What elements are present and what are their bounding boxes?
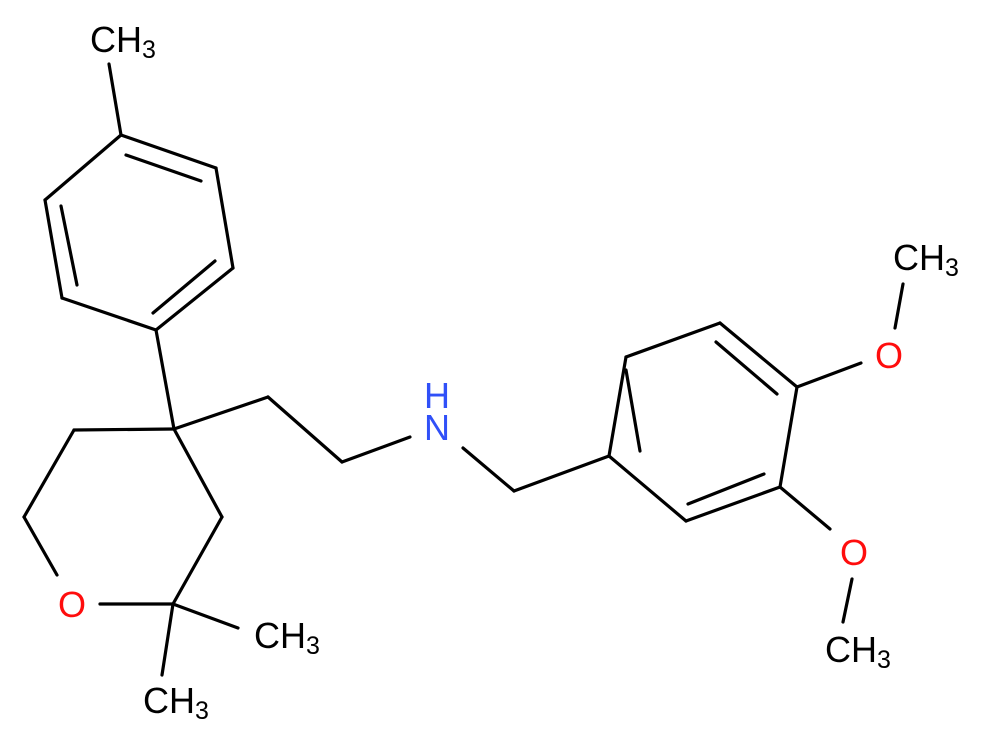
bond-line: [22, 515, 59, 577]
bond-line: [107, 62, 123, 137]
bond-line: [22, 428, 76, 519]
bond-line: [60, 296, 158, 332]
bond-line: [607, 355, 628, 458]
bond-line: [171, 602, 240, 630]
bond-line: [119, 133, 218, 170]
atom-label-nh-n: N: [424, 407, 450, 448]
bond-line: [512, 454, 611, 493]
bond-line: [893, 282, 905, 330]
bond-line: [154, 266, 235, 332]
bond-line: [778, 385, 799, 489]
bond-line: [151, 259, 217, 315]
bond-line: [841, 577, 854, 624]
bond-line: [686, 472, 766, 506]
bond-line: [624, 368, 642, 453]
bond-line: [684, 485, 782, 523]
bond-line: [714, 340, 779, 396]
bond-line: [154, 328, 176, 431]
bond-line: [171, 515, 224, 606]
bond-layer: [22, 62, 905, 677]
atom-label-o-meta: O: [840, 532, 868, 573]
atom-label-o-para: O: [875, 335, 903, 376]
bond-line: [214, 166, 235, 270]
bond-line: [624, 321, 722, 359]
atom-label-ch3-para: CH3: [893, 237, 959, 282]
bond-line: [718, 321, 799, 389]
bond-line: [266, 395, 344, 464]
bond-line: [172, 427, 224, 519]
atom-label-ch3-gem-a: CH3: [254, 615, 320, 660]
bond-line: [607, 454, 688, 523]
bond-line: [461, 446, 516, 493]
bond-line: [340, 435, 412, 464]
atom-label-ch3-tolyl: CH3: [90, 19, 156, 64]
bond-line: [72, 427, 176, 432]
bond-line: [43, 133, 123, 202]
bond-line: [43, 198, 64, 300]
bond-line: [795, 361, 863, 389]
atom-label-ch3-meta: CH3: [825, 629, 891, 674]
bond-line: [59, 204, 79, 287]
bond-line: [124, 153, 203, 183]
bond-line: [778, 485, 832, 531]
atom-label-ch3-gem-b: CH3: [143, 680, 209, 725]
atom-label-nh-h: H: [424, 375, 450, 416]
bond-line: [172, 395, 270, 431]
atom-label-o-ring: O: [58, 584, 86, 625]
bond-line: [160, 602, 175, 677]
